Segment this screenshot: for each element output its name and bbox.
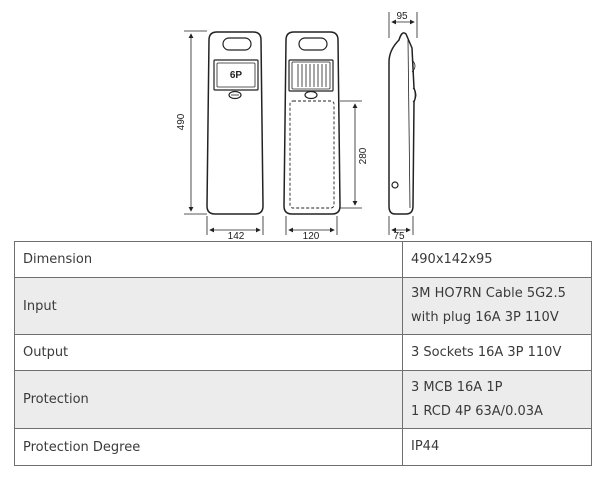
front-view: [206, 31, 264, 215]
spec-value: IP44: [402, 428, 592, 466]
spec-table: Dimension 490x142x95 Input 3M HO7RN Cabl…: [14, 241, 592, 466]
spec-value-line: 1 RCD 4P 63A/0.03A: [411, 403, 543, 419]
spec-value: 3M HO7RN Cable 5G2.5 with plug 16A 3P 11…: [402, 277, 592, 335]
back-view: [283, 31, 341, 215]
spec-label: Input: [14, 277, 403, 335]
spec-row-protection-degree: Protection Degree IP44: [14, 428, 592, 466]
dim-width-120-label: 120: [303, 231, 320, 240]
spec-label: Output: [14, 334, 403, 371]
spec-value-line: 490x142x95: [411, 251, 493, 267]
spec-label: Protection Degree: [14, 428, 403, 466]
spec-value-line: 3M HO7RN Cable 5G2.5: [411, 286, 566, 301]
spec-row-output: Output 3 Sockets 16A 3P 110V: [14, 334, 592, 371]
dim-depth-95-label: 95: [396, 11, 408, 22]
spec-value: 3 Sockets 16A 3P 110V: [402, 334, 592, 371]
spec-value: 490x142x95: [402, 241, 592, 278]
dim-depth-75: [388, 216, 414, 235]
spec-label: Protection: [14, 370, 403, 429]
spec-value-line: 3 Sockets 16A 3P 110V: [411, 344, 562, 360]
spec-value: 3 MCB 16A 1P 1 RCD 4P 63A/0.03A: [402, 370, 592, 429]
spec-value-line: with plug 16A 3P 110V: [411, 310, 559, 325]
dim-width-120: [285, 216, 338, 235]
side-view: [388, 32, 417, 215]
spec-row-dimension: Dimension 490x142x95: [14, 241, 592, 278]
spec-value-line: 3 MCB 16A 1P: [411, 379, 503, 395]
dim-height-280: [340, 100, 362, 209]
spec-value-line: IP44: [411, 439, 440, 454]
dim-width-142: [206, 216, 264, 235]
dim-depth-95: [388, 12, 418, 38]
dim-depth-75-label: 75: [393, 231, 405, 240]
dim-height-280-label: 280: [358, 147, 369, 164]
dim-width-142-label: 142: [228, 231, 245, 240]
spec-row-protection: Protection 3 MCB 16A 1P 1 RCD 4P 63A/0.0…: [14, 370, 592, 429]
spec-row-input: Input 3M HO7RN Cable 5G2.5 with plug 16A…: [14, 277, 592, 335]
spec-label: Dimension: [14, 241, 403, 278]
dim-height-490-label: 490: [176, 113, 187, 130]
product-dimension-drawing: 6P 490 142 280: [176, 11, 418, 240]
dim-height-490: [184, 30, 207, 215]
panel-label: 6P: [230, 70, 243, 81]
